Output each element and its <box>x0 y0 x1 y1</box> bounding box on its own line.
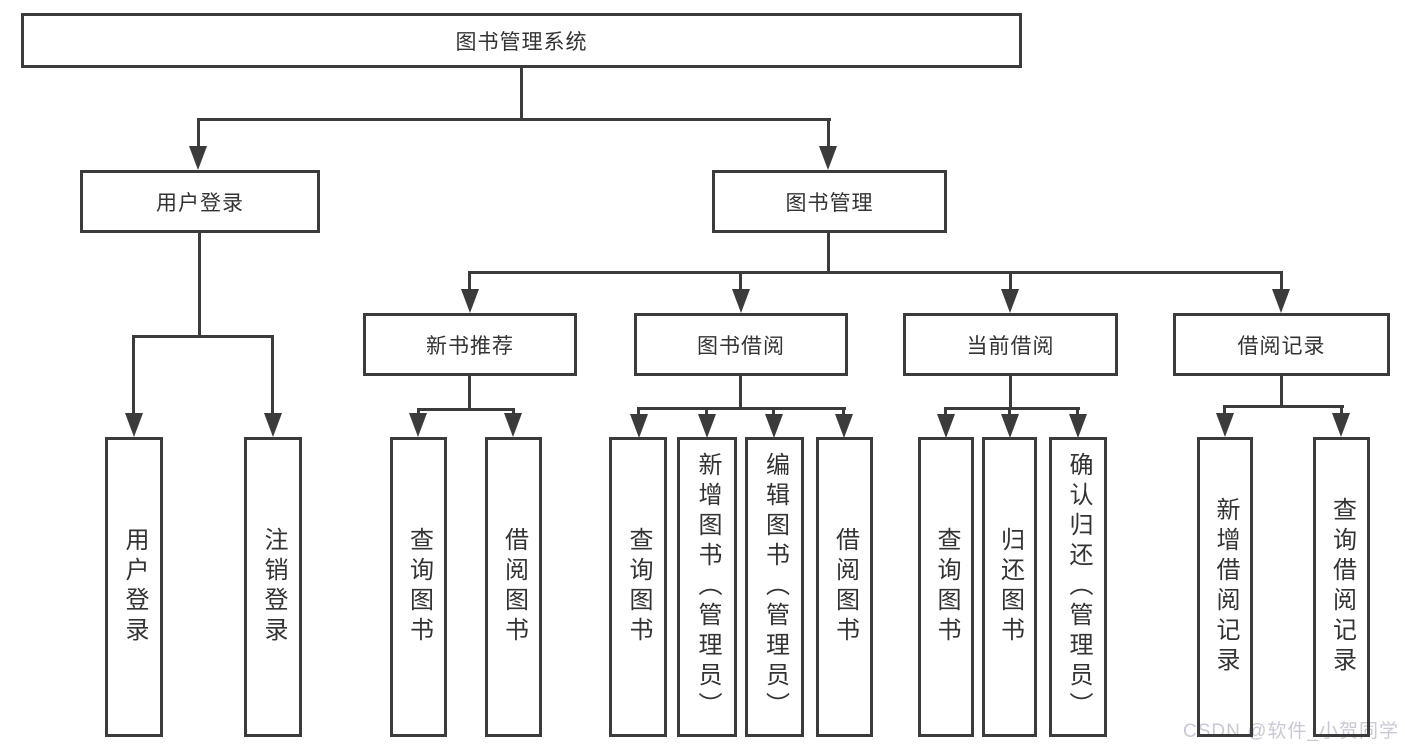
arrowhead-to-current-return <box>1001 414 1019 438</box>
edge-drop-borrowing-edit <box>772 410 775 415</box>
node-borrowing-add-books: 新增图书（管理员） <box>677 437 737 737</box>
edge-book-borrowing-stem <box>739 374 742 410</box>
edge-user-login-hbar <box>132 335 274 338</box>
node-current-query-books: 查询图书 <box>918 437 974 737</box>
arrowhead-to-current-borrowing <box>1001 289 1019 313</box>
node-borrowing-borrow-books: 借阅图书 <box>816 437 873 737</box>
edge-root-hbar <box>197 118 831 121</box>
edge-book-management-stem <box>827 231 830 274</box>
edge-drop-new-book-recommend <box>468 274 471 289</box>
edge-drop-current-borrowing <box>1009 274 1012 289</box>
edge-book-borrowing-hbar <box>637 407 846 410</box>
edge-drop-borrowing-add <box>705 410 708 415</box>
edge-user-login-stem <box>198 231 201 338</box>
edge-current-borrowing-hbar <box>944 407 1080 410</box>
node-logout-action: 注销登录 <box>244 437 302 737</box>
edge-drop-borrowing-query <box>637 410 640 415</box>
node-current-return-books: 归还图书 <box>982 437 1037 737</box>
arrowhead-to-book-borrowing <box>732 289 750 313</box>
arrowhead-to-recommend-borrow <box>504 413 522 437</box>
arrowhead-to-current-confirm <box>1069 414 1087 438</box>
node-current-confirm-return: 确认归还（管理员） <box>1049 437 1107 737</box>
arrowhead-to-records-query <box>1332 413 1350 437</box>
edge-drop-current-query <box>944 410 947 415</box>
arrowhead-to-current-query <box>937 414 955 438</box>
node-book-borrowing: 图书借阅 <box>634 313 848 376</box>
edge-drop-logout-action <box>271 338 274 413</box>
edge-new-book-recommend-hbar <box>417 408 515 411</box>
arrowhead-to-book-management <box>819 146 837 170</box>
edge-book-management-hbar <box>468 271 1283 274</box>
arrowhead-to-borrowing-edit <box>765 414 783 438</box>
arrowhead-to-user-login <box>189 146 207 170</box>
node-book-management: 图书管理 <box>712 170 947 233</box>
arrowhead-to-recommend-query <box>409 413 427 437</box>
node-recommend-query-books: 查询图书 <box>390 437 447 737</box>
arrowhead-to-borrowing-query <box>630 414 648 438</box>
arrowhead-to-borrowing-records <box>1272 289 1290 313</box>
node-new-book-recommend: 新书推荐 <box>363 313 577 376</box>
edge-drop-book-borrowing <box>739 274 742 289</box>
arrowhead-to-borrowing-borrow <box>835 414 853 438</box>
arrowhead-to-records-add <box>1216 413 1234 437</box>
node-user-login: 用户登录 <box>80 170 320 233</box>
edge-borrowing-records-hbar <box>1223 405 1344 408</box>
edge-drop-current-confirm <box>1076 410 1079 415</box>
edge-drop-current-return <box>1008 410 1011 415</box>
csdn-watermark: CSDN @软件_小贺同学 <box>1183 721 1399 742</box>
edge-drop-records-query <box>1340 408 1343 413</box>
edge-root-stem <box>520 66 523 120</box>
node-current-borrowing: 当前借阅 <box>903 313 1118 376</box>
arrowhead-to-borrowing-add <box>698 414 716 438</box>
edge-drop-user-login <box>197 121 200 146</box>
node-root: 图书管理系统 <box>21 13 1022 68</box>
edge-drop-borrowing-borrow <box>842 410 845 415</box>
node-recommend-borrow-books: 借阅图书 <box>485 437 542 737</box>
edge-drop-records-add <box>1223 408 1226 413</box>
edge-new-book-recommend-stem <box>468 374 471 411</box>
arrowhead-to-user-login-action <box>125 413 143 437</box>
node-borrowing-query-books: 查询图书 <box>609 437 667 737</box>
edge-borrowing-records-stem <box>1280 374 1283 408</box>
edge-drop-borrowing-records <box>1280 274 1283 289</box>
edge-drop-user-login-action <box>132 338 135 413</box>
edge-current-borrowing-stem <box>1009 374 1012 410</box>
node-borrowing-edit-books: 编辑图书（管理员） <box>745 437 804 737</box>
node-records-query-record: 查询借阅记录 <box>1313 437 1370 737</box>
arrowhead-to-logout-action <box>264 413 282 437</box>
arrowhead-to-new-book-recommend <box>461 289 479 313</box>
node-records-add-record: 新增借阅记录 <box>1197 437 1253 737</box>
edge-drop-book-management <box>827 121 830 146</box>
node-borrowing-records: 借阅记录 <box>1173 313 1390 376</box>
node-user-login-action: 用户登录 <box>105 437 163 737</box>
